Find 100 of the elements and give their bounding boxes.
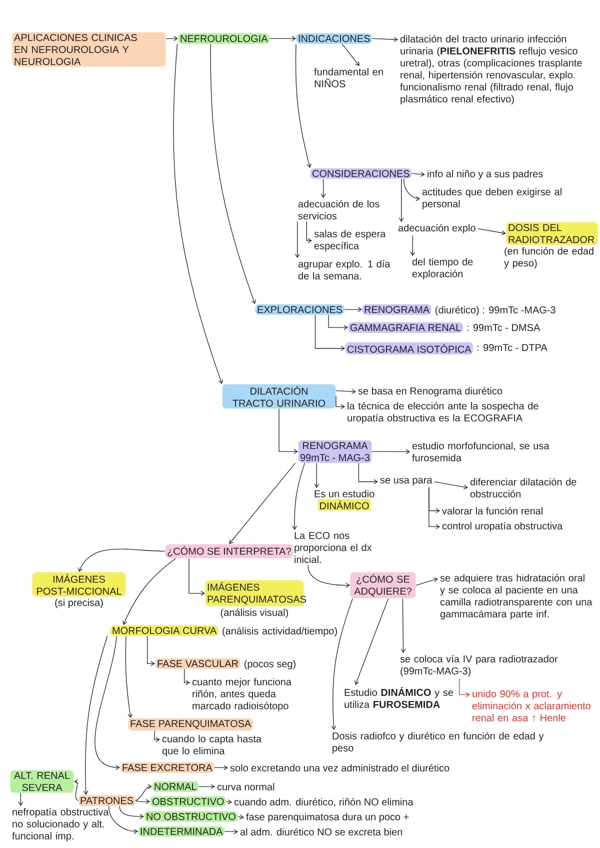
arrow — [173, 44, 223, 384]
arrow — [238, 814, 244, 820]
note-text: diferenciar dilatación de obstrucción — [470, 478, 576, 498]
arrow — [320, 178, 326, 198]
arrow — [135, 784, 152, 801]
arrow — [188, 558, 205, 596]
highlighted-term: FASE EXCRETORA — [120, 762, 214, 773]
arrow — [336, 396, 345, 410]
note-text: (si precisa) — [55, 598, 103, 608]
highlighted-term: INDICACIONES — [296, 33, 372, 44]
arrow — [154, 730, 160, 742]
note-text: se coloca vía IV para radiotrazador (99mTc-MAG-3) — [400, 655, 558, 676]
note-text: cuanto mejor funciona riñón, antes queda marcado radioisótopo — [192, 678, 292, 712]
highlighted-term: ¿CÓMO SE INTERPRETA? — [165, 544, 293, 558]
arrow — [18, 792, 24, 806]
arrow — [416, 577, 438, 586]
highlighted-term: INDETERMINADA — [138, 826, 225, 837]
highlighted-term: ALT. RENAL SEVERA — [10, 770, 74, 793]
note-text: (pocos seg) — [244, 660, 296, 670]
arrow — [229, 462, 296, 544]
arrow — [434, 481, 468, 490]
note-text: solo excretando una vez administrado el diurético — [230, 764, 450, 772]
highlighted-term: MORFOLOGIA CURVA — [110, 625, 218, 636]
arrow — [214, 765, 228, 770]
note-text: Estudio DINÁMICO y se utiliza FUROSEMIDA — [344, 687, 454, 708]
arrow — [354, 598, 389, 685]
arrow — [344, 307, 362, 312]
note-text: info al niño y a sus padres — [428, 170, 543, 180]
arrow — [314, 462, 320, 488]
highlighted-term: RENOGRAMA — [362, 304, 432, 315]
highlighted-term: APLICACIONES CLINICAS EN NEFROUROLOGIA Y NEUROLOGIA — [12, 32, 166, 67]
arrow — [119, 806, 144, 820]
arrow — [459, 678, 470, 698]
note-text: control uropatía obstructiva — [442, 522, 563, 532]
highlighted-term: EXPLORACIONES — [255, 304, 344, 315]
arrow — [328, 314, 348, 330]
note-text: (análisis actividad/tiempo) — [222, 627, 337, 636]
arrow — [428, 487, 440, 530]
note-text: cuando lo capta hasta que lo elimina — [162, 735, 262, 756]
arrow — [306, 221, 312, 244]
highlighted-term: OBSTRUCTIVO — [150, 796, 226, 807]
arrow — [94, 636, 120, 770]
arrow — [269, 36, 296, 41]
highlighted-term: FASE VASCULAR — [155, 658, 240, 669]
arrow — [74, 779, 78, 801]
note-text: dilatación del tracto urinario infección urinaria (PIELONEFRITIS reflujo vesico uretral), otras (complicaciones trasplante renal, hipertensión renovascular, explo. funcionalismo renal (filtrado renal, flujo plasmático renal efectivo) — [400, 35, 582, 104]
note-text: unido 90% a prot. y eliminación x aclaramiento renal en asa ↑ Henle — [472, 690, 590, 722]
note-text: Dosis radiofco y diurético en función de edad y peso — [332, 732, 544, 754]
highlighted-term: CISTOGRAMA ISOTÓPICA — [345, 342, 474, 354]
arrow — [403, 178, 420, 202]
arrow — [125, 636, 133, 718]
arrow — [372, 37, 398, 42]
arrow — [147, 636, 155, 666]
highlighted-term: DOSIS DEL RADIOTRAZADOR — [506, 222, 598, 245]
note-text: fase parenquimatosa dura un poco + — [246, 813, 409, 822]
highlighted-term: NO OBSTRUCTIVO — [144, 811, 238, 822]
note-text: (en función de edad y peso) — [504, 247, 594, 269]
note-text: se usa para — [380, 478, 432, 486]
arrow — [372, 449, 410, 454]
note-text: : 99mTc - DTPA — [478, 344, 548, 352]
note-text: Es un estudio DINÁMICO — [314, 490, 374, 511]
arrow — [78, 548, 166, 572]
note-text: nefropatía obstructiva no solucionado y alt. funcional imp. — [12, 808, 109, 842]
highlighted-term: RENOGRAMA 99mTc - MAG-3 — [298, 440, 372, 463]
highlighted-term: NEFROUROLOGIA — [178, 33, 270, 44]
arrow — [478, 228, 506, 236]
arrow — [342, 44, 360, 66]
arrow — [292, 462, 305, 530]
arrow — [336, 389, 356, 394]
arrow — [184, 668, 190, 686]
note-text: se basa en Renograma diurético — [358, 387, 502, 396]
highlighted-term: NORMAL — [152, 781, 199, 792]
note-text: actitudes que deben exigirse al personal — [422, 188, 562, 210]
note-text: del tiempo de exploración — [412, 258, 473, 280]
arrow — [314, 314, 345, 351]
arrow — [331, 598, 353, 730]
arrow — [295, 44, 312, 168]
note-text: La ECO nos proporciona el dx inicial. — [294, 532, 372, 564]
note-text: salas de espera específica — [314, 230, 386, 252]
highlighted-term: GAMMAGRAFIA RENAL — [348, 322, 463, 333]
arrow — [410, 235, 416, 256]
note-text: al adm. diurético NO se excreta bien — [240, 828, 402, 836]
note-text: : 99mTc - DMSA — [467, 324, 540, 332]
note-text: adecuación explo — [398, 224, 476, 234]
note-text: estudio morfofuncional, se usa furosemida — [412, 442, 550, 462]
highlighted-term: DILATACIÓN TRACTO URINARIO — [222, 384, 336, 408]
arrow — [166, 36, 178, 42]
arrow — [224, 829, 238, 834]
arrow — [198, 784, 215, 790]
note-text: se adquiere tras hidratación oral y se coloca al paciente en una camilla radiotransparente con una gammacámara parte inf. — [440, 574, 592, 620]
note-text: (diurético) : 99mTc -MAG-3 — [436, 306, 556, 316]
arrow — [226, 799, 232, 804]
note-text: fundamental en NIÑOS — [314, 68, 383, 88]
arrow — [83, 636, 108, 795]
arrow — [308, 564, 350, 588]
arrow — [210, 44, 256, 304]
highlighted-term: IMÁGENES POST-MICCIONAL — [32, 572, 126, 596]
arrow — [278, 408, 298, 454]
note-text: cuando adm. diurético, riñón NO elimina — [234, 798, 414, 807]
note-text: (análisis visual) — [220, 608, 288, 618]
